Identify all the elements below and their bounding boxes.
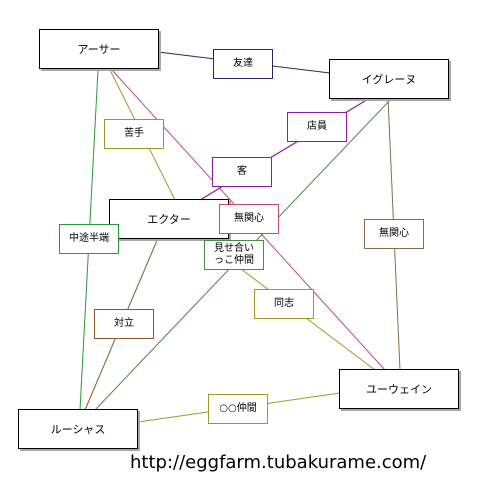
label-bitter: 苦手 (104, 119, 164, 149)
label-circle-friends: ○○仲間 (208, 394, 268, 424)
label-show-off: 見せ合いっこ仲間 (204, 240, 264, 270)
label-rival: 対立 (94, 309, 154, 339)
node-lucius[interactable]: ルーシャス (18, 409, 138, 449)
label-indifferent-b: 無関心 (364, 219, 424, 249)
node-igraine[interactable]: イグレーヌ (329, 59, 449, 99)
label-comrade: 同志 (254, 289, 314, 319)
footer-url[interactable]: http://eggfarm.tubakurame.com/ (130, 452, 427, 473)
label-indifferent-a: 無関心 (219, 204, 279, 234)
label-customer: 客 (212, 157, 272, 187)
label-clerk: 店員 (287, 112, 347, 142)
node-hector[interactable]: エクター (109, 199, 229, 239)
label-halfway: 中途半端 (59, 224, 119, 254)
node-ywain[interactable]: ユーウェイン (339, 369, 459, 409)
node-arthur[interactable]: アーサー (39, 29, 159, 69)
label-friend: 友達 (213, 49, 273, 79)
